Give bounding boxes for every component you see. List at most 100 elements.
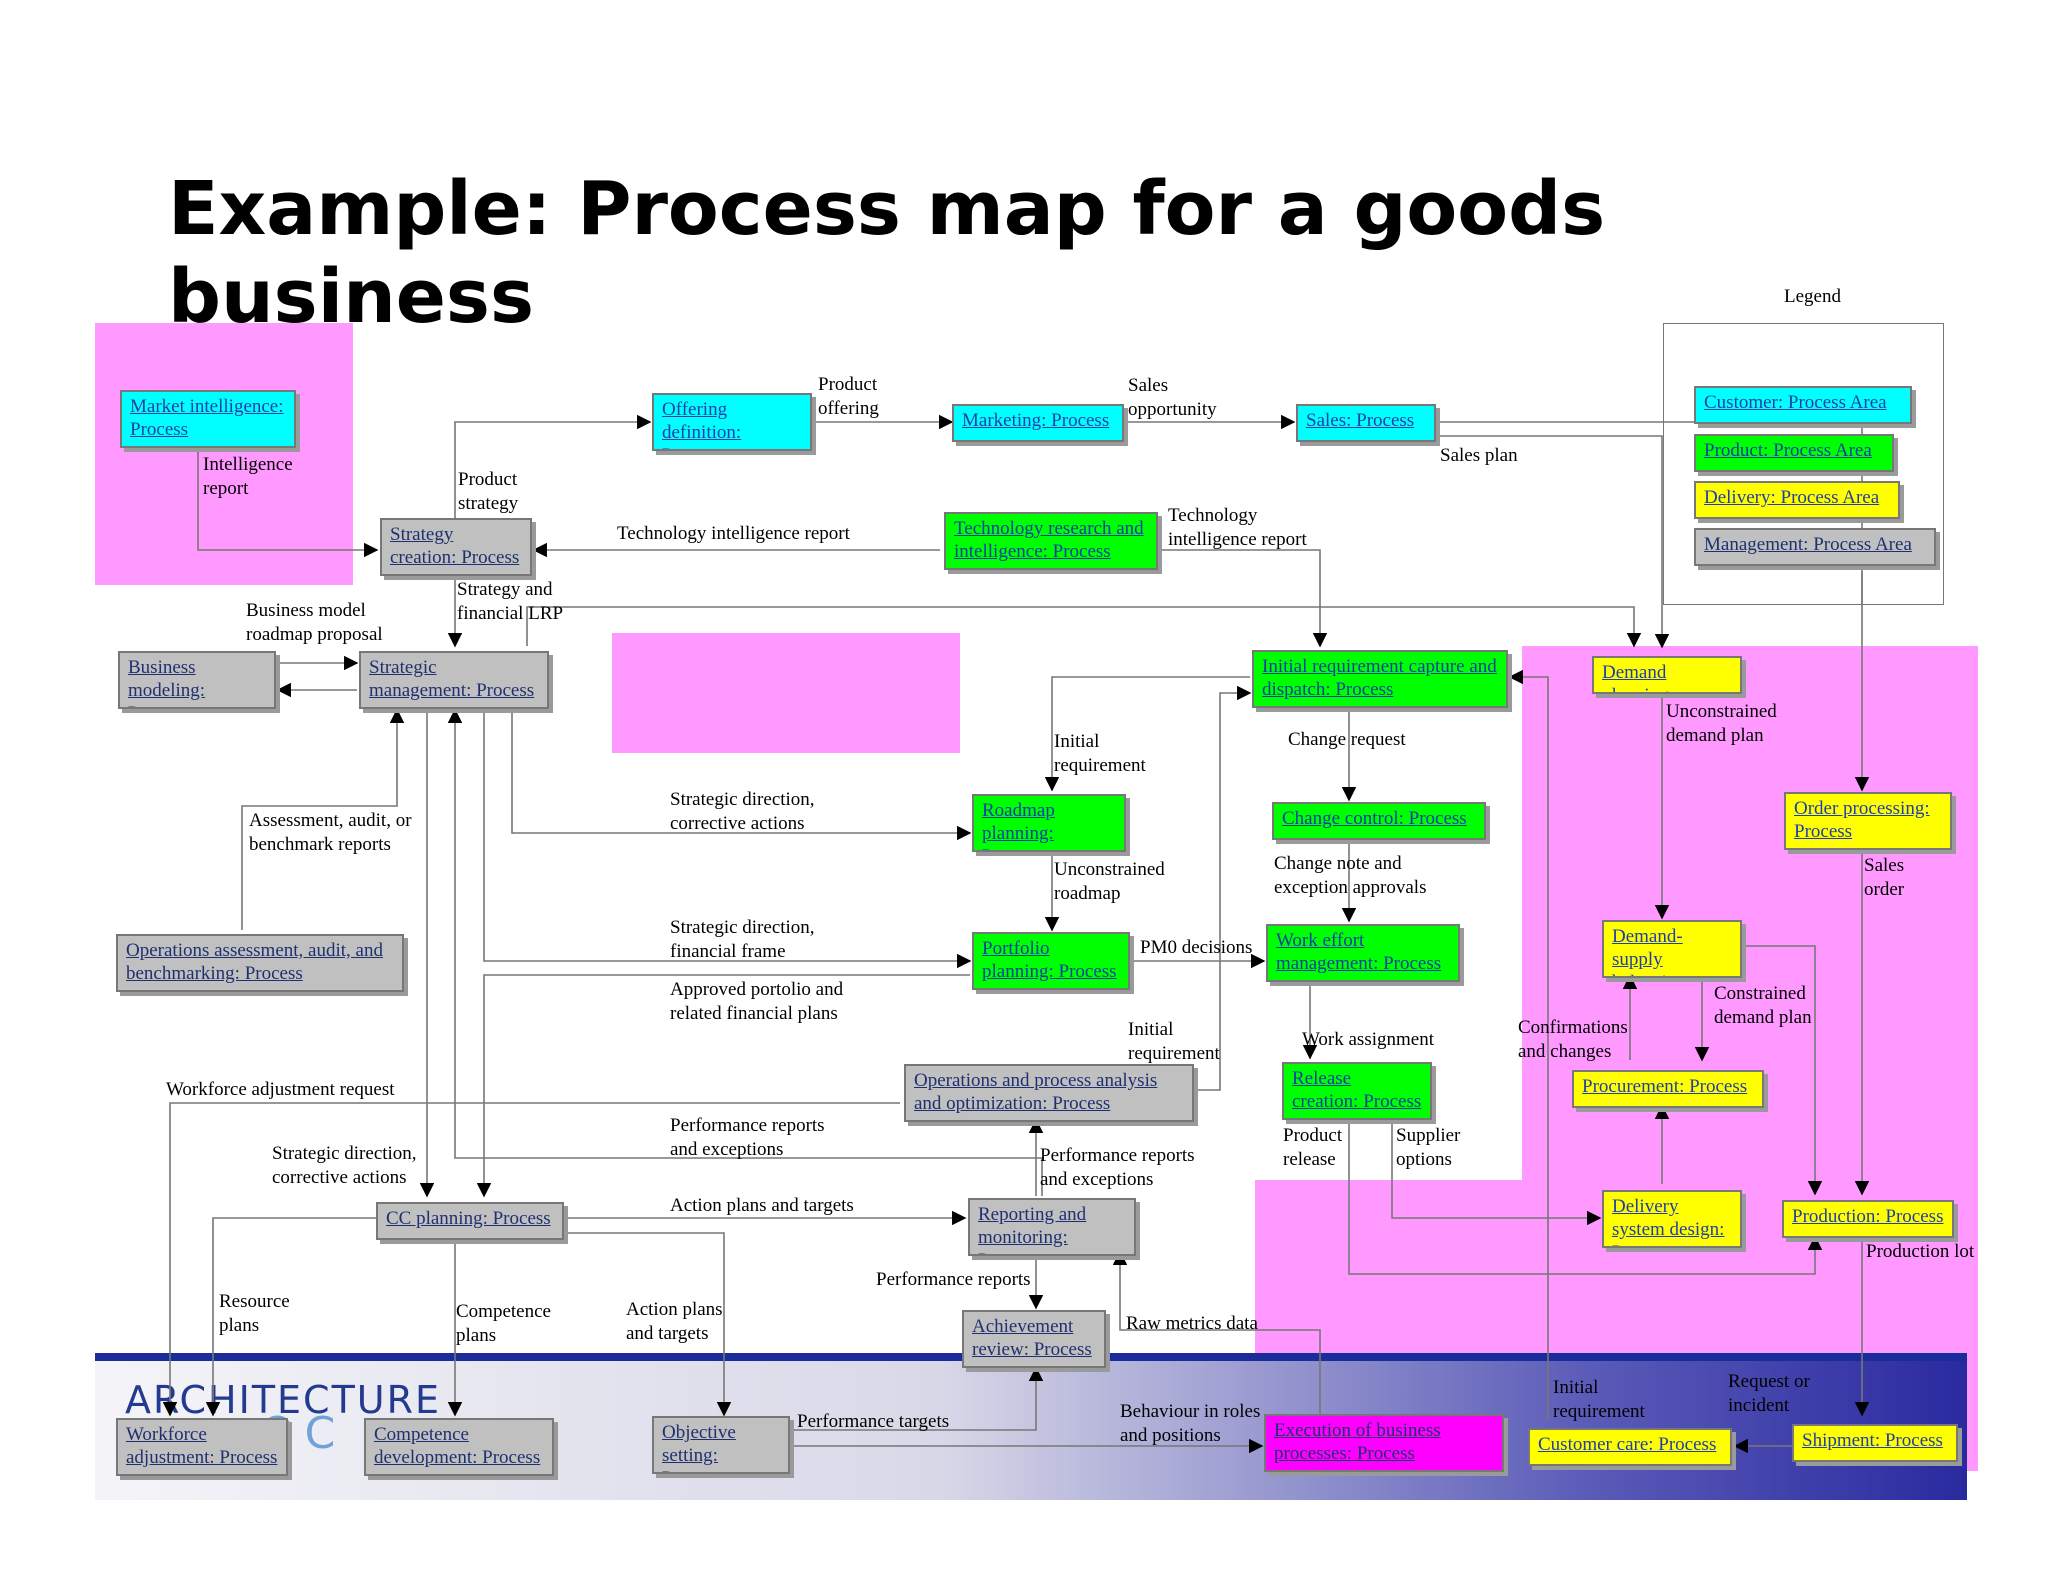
flow-sales-plan: Sales plan [1440, 445, 1518, 466]
process-sales[interactable]: Sales: Process [1296, 404, 1436, 442]
flow-initial-requirement-3: Initial requirement [1553, 1377, 1645, 1422]
flow-performance-targets: Performance targets [797, 1411, 950, 1432]
legend-frame [1663, 323, 1944, 605]
process-strategic-management[interactable]: Strategic management: Process [359, 651, 549, 709]
process-demand-planning[interactable]: Demand planning [1592, 656, 1742, 694]
process-operations-assessment[interactable]: Operations assessment, audit, and benchm… [116, 934, 404, 992]
process-operations-analysis[interactable]: Operations and process analysis and opti… [904, 1064, 1194, 1122]
process-cc-planning[interactable]: CC planning: Process [376, 1202, 564, 1240]
wire-initial-roadmap [1044, 676, 1250, 792]
process-change-control[interactable]: Change control: Process [1272, 802, 1486, 840]
flow-assessment-reports: Assessment, audit, or benchmark reports [249, 810, 412, 855]
flow-sales-opportunity: Sales opportunity [1128, 375, 1217, 420]
process-objective-setting[interactable]: Objective setting: Process [652, 1416, 790, 1474]
process-order-processing[interactable]: Order processing: Process [1784, 792, 1952, 850]
wire-ds-production [1740, 945, 1823, 1196]
process-portfolio-planning[interactable]: Portfolio planning: Process [972, 932, 1130, 990]
flow-behaviour-roles: Behaviour in roles and positions [1120, 1401, 1261, 1446]
wire-mgmt-roadmap [511, 708, 972, 841]
wire-cc-objective [566, 1232, 732, 1417]
flow-unconstrained-demand-plan: Unconstrained demand plan [1666, 701, 1777, 746]
flow-performance-reports-exceptions-1: Performance reports and exceptions [670, 1115, 825, 1160]
flow-product-release: Product release [1283, 1125, 1343, 1170]
wire-exec-report [1112, 1250, 1321, 1415]
flow-technology-intelligence-report-2: Technology intelligence report [1168, 505, 1307, 550]
legend-item-product[interactable]: Product: Process Area [1694, 434, 1894, 472]
process-strategy-creation[interactable]: Strategy creation: Process [380, 518, 532, 576]
wire-cc-workforce [205, 1217, 376, 1417]
flow-performance-reports: Performance reports [876, 1269, 1031, 1290]
wire-ops-workforce [162, 1102, 900, 1417]
flow-product-offering: Product offering [818, 374, 879, 419]
flow-action-plans-targets-1: Action plans and targets [670, 1195, 854, 1216]
wire-mgmt-portfolio [483, 708, 972, 969]
flow-raw-metrics-data: Raw metrics data [1126, 1313, 1258, 1334]
page-title: Example: Process map for a goods busines… [168, 166, 1606, 340]
process-shipment[interactable]: Shipment: Process [1792, 1424, 1958, 1462]
flow-work-assignment: Work assignment [1302, 1029, 1434, 1050]
wire-tech-initial [1158, 549, 1328, 648]
process-initial-requirement[interactable]: Initial requirement capture and dispatch… [1252, 650, 1508, 708]
process-execution[interactable]: Execution of business processes: Process [1264, 1414, 1504, 1472]
process-workforce-adjustment[interactable]: Workforce adjustment: Process [116, 1418, 288, 1476]
flow-workforce-adjustment-request: Workforce adjustment request [166, 1079, 395, 1100]
process-demand-supply[interactable]: Demand-supply balancing [1602, 920, 1742, 978]
process-achievement-review[interactable]: Achievement review: Process [962, 1310, 1106, 1368]
flow-performance-reports-exceptions-2: Performance reports and exceptions [1040, 1145, 1195, 1190]
wire-portfolio-cc [476, 974, 970, 1198]
flow-approved-portfolio: Approved portolio and related financial … [670, 979, 844, 1024]
legend-item-delivery[interactable]: Delivery: Process Area [1694, 481, 1900, 519]
wire-release-production [1348, 1118, 1823, 1275]
flow-technology-intelligence-report: Technology intelligence report [617, 523, 850, 544]
process-business-modeling[interactable]: Business modeling: Process [118, 651, 276, 709]
process-reporting-monitoring[interactable]: Reporting and monitoring: Process [968, 1198, 1136, 1256]
flow-resource-plans: Resource plans [219, 1291, 290, 1336]
process-marketing[interactable]: Marketing: Process [952, 404, 1124, 442]
process-production[interactable]: Production: Process [1782, 1200, 1954, 1238]
flow-business-model-roadmap: Business model roadmap proposal [246, 600, 383, 645]
flow-request-incident: Request or incident [1728, 1371, 1810, 1416]
architecture-logo: ARCHITECTURE [125, 1378, 442, 1422]
flow-initial-requirement-1: Initial requirement [1054, 731, 1146, 776]
flow-competence-plans: Competence plans [456, 1301, 551, 1346]
flow-supplier-options: Supplier options [1396, 1125, 1461, 1170]
wire-assess-mgmt [241, 708, 405, 930]
wire-care-initial [1508, 669, 1549, 1420]
highlight-region-center [612, 633, 960, 753]
process-technology-research[interactable]: Technology research and intelligence: Pr… [944, 512, 1158, 570]
flow-change-note-approvals: Change note and exception approvals [1274, 853, 1427, 898]
highlight-region-market [95, 323, 353, 585]
wire-objective-achieve [790, 1366, 1044, 1431]
process-offering-definition[interactable]: Offering definition: Process [652, 393, 812, 451]
wire-release-delivery [1391, 1118, 1602, 1226]
flow-confirmations-changes: Confirmations and changes [1518, 1017, 1628, 1062]
flow-strategic-direction-corrective-2: Strategic direction, corrective actions [272, 1143, 417, 1188]
wire-market-strategy [197, 440, 379, 558]
process-delivery-system-design[interactable]: Delivery system design: Process [1602, 1190, 1742, 1248]
wire-ops-initial [1190, 685, 1252, 1091]
legend-item-management[interactable]: Management: Process Area [1694, 528, 1936, 566]
wire-sales-demand [1436, 435, 1670, 649]
flow-strategic-direction-corrective-1: Strategic direction, corrective actions [670, 789, 815, 834]
flow-change-request: Change request [1288, 729, 1406, 750]
process-competence-development[interactable]: Competence development: Process [364, 1418, 554, 1476]
process-roadmap-planning[interactable]: Roadmap planning: Process [972, 794, 1126, 852]
process-procurement[interactable]: Procurement: Process [1572, 1070, 1764, 1108]
legend-item-customer[interactable]: Customer: Process Area [1694, 386, 1912, 424]
flow-strategy-financial-lrp: Strategy and financial LRP [457, 579, 564, 624]
process-market-intelligence[interactable]: Market intelligence: Process [120, 390, 296, 448]
flow-strategic-direction-financial: Strategic direction, financial frame [670, 917, 815, 962]
flow-production-lot: Production lot [1866, 1241, 1975, 1262]
flow-product-strategy: Product strategy [458, 469, 519, 514]
wire-strategy-offering [454, 414, 652, 518]
highlight-region-release [1255, 1180, 1525, 1380]
process-release-creation[interactable]: Release creation: Process [1282, 1062, 1432, 1120]
flow-constrained-demand-plan: Constrained demand plan [1714, 983, 1812, 1028]
flow-intelligence-report: Intelligence report [203, 454, 293, 499]
process-customer-care[interactable]: Customer care: Process [1528, 1428, 1732, 1466]
legend-title: Legend [1784, 286, 1841, 307]
flow-pmo-decisions: PM0 decisions [1140, 937, 1253, 958]
process-work-effort[interactable]: Work effort management: Process [1266, 924, 1460, 982]
flow-unconstrained-roadmap: Unconstrained roadmap [1054, 859, 1165, 904]
